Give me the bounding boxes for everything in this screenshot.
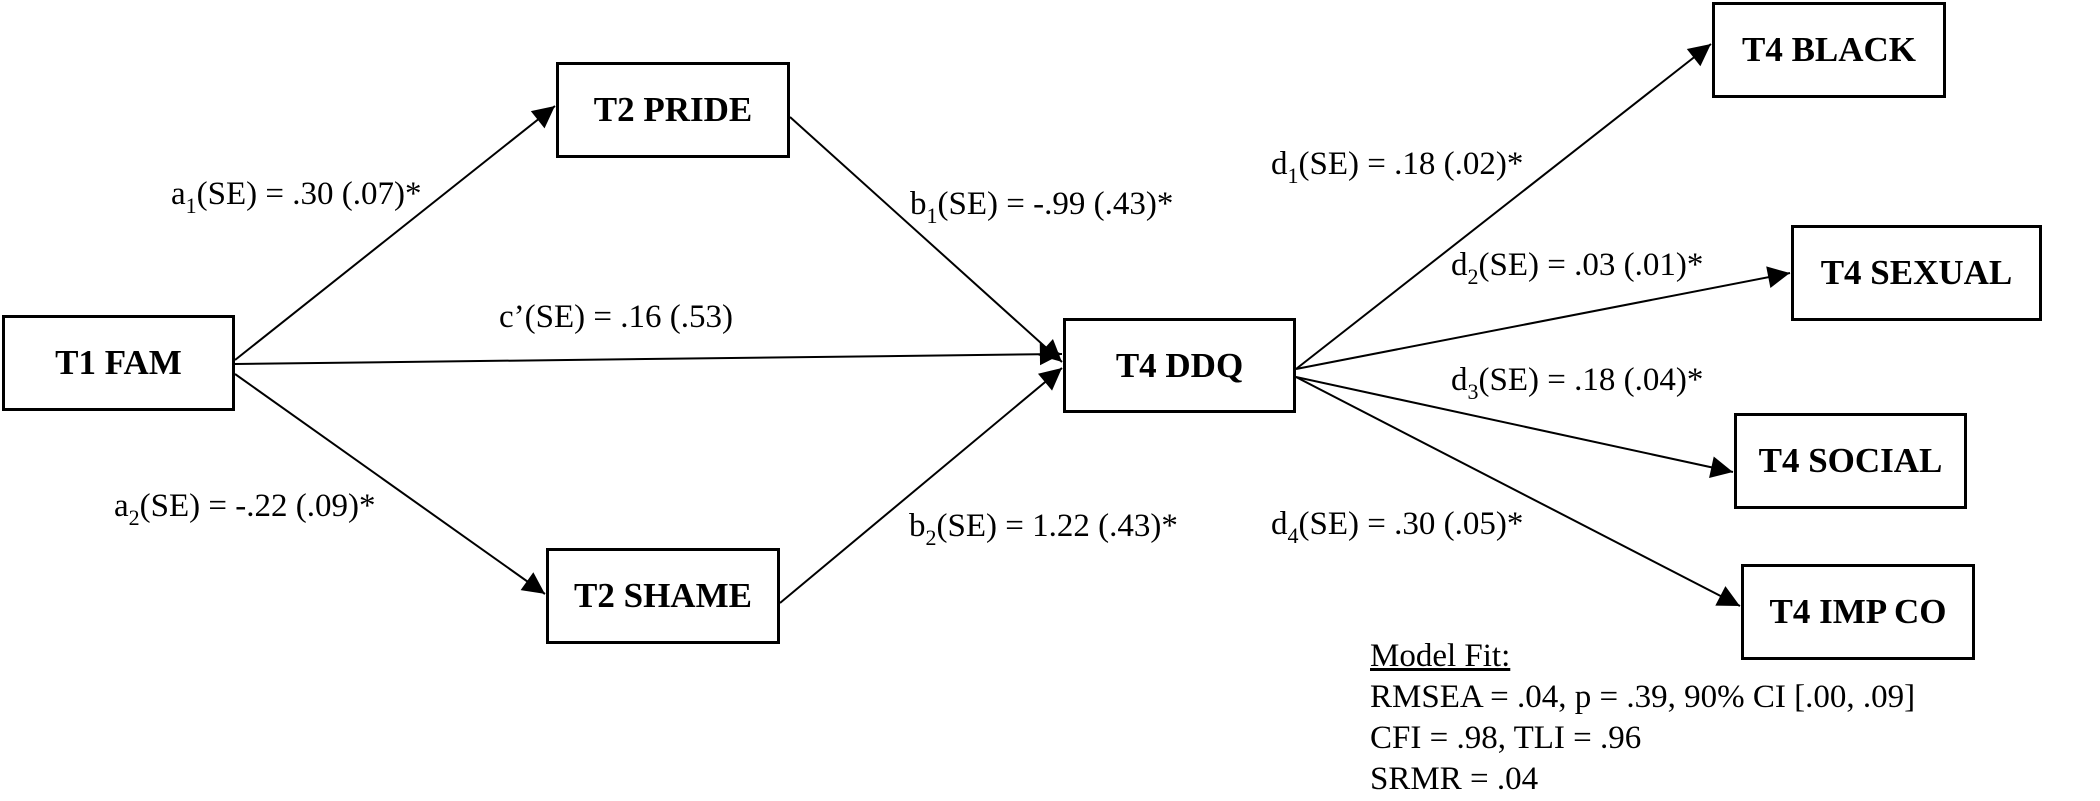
- arrow-b2: [779, 367, 1063, 604]
- label-a1: a1(SE) = .30 (.07)*: [171, 176, 422, 218]
- arrow-b1: [789, 116, 1063, 363]
- arrow-d4: [1295, 376, 1741, 607]
- arrow-a2: [234, 373, 546, 595]
- model-fit-srmr: SRMR = .04: [1370, 761, 1539, 797]
- label-c: c’(SE) = .16 (.53): [499, 299, 733, 335]
- model-fit-rmsea: RMSEA = .04, p = .39, 90% CI [.00, .09]: [1370, 679, 1916, 715]
- node-t4-sexual: T4 SEXUAL: [1791, 225, 2042, 321]
- label-d4: d4(SE) = .30 (.05)*: [1271, 506, 1524, 548]
- label-b2: b2(SE) = 1.22 (.43)*: [909, 508, 1178, 550]
- model-fit-cfi-tli: CFI = .98, TLI = .96: [1370, 720, 1642, 756]
- arrow-a1: [234, 105, 556, 361]
- arrow-d3: [1295, 376, 1734, 479]
- arrow-c: [234, 343, 1063, 366]
- label-d2: d2(SE) = .03 (.01)*: [1451, 247, 1704, 289]
- model-fit: Model Fit: RMSEA = .04, p = .39, 90% CI …: [1370, 636, 1915, 800]
- label-a2: a2(SE) = -.22 (.09)*: [114, 488, 376, 530]
- label-d3: d3(SE) = .18 (.04)*: [1451, 362, 1704, 404]
- arrow-d1: [1295, 43, 1712, 370]
- node-t1-fam: T1 FAM: [2, 315, 235, 411]
- node-t2-shame: T2 SHAME: [546, 548, 780, 644]
- node-t2-pride: T2 PRIDE: [556, 62, 790, 158]
- node-t4-impco: T4 IMP CO: [1741, 564, 1975, 660]
- arrow-d2: [1295, 266, 1791, 370]
- label-d1: d1(SE) = .18 (.02)*: [1271, 146, 1524, 188]
- node-t4-ddq: T4 DDQ: [1063, 318, 1296, 413]
- node-t4-social: T4 SOCIAL: [1734, 413, 1967, 509]
- model-fit-heading: Model Fit:: [1370, 638, 1511, 674]
- label-b1: b1(SE) = -.99 (.43)*: [910, 186, 1174, 228]
- node-t4-black: T4 BLACK: [1712, 2, 1946, 98]
